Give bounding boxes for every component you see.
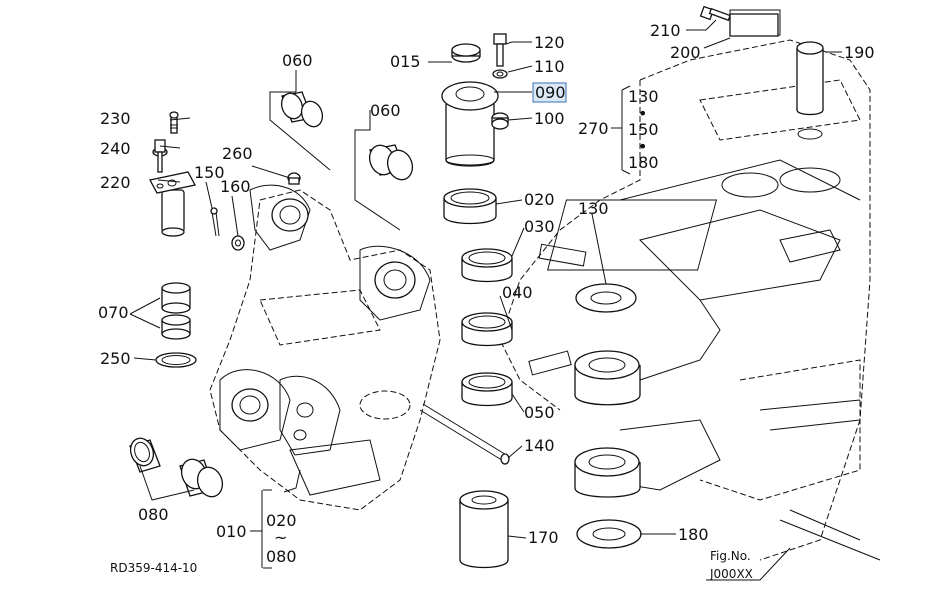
part-020-bushing[interactable] xyxy=(443,188,497,225)
part-080-bushing-right[interactable] xyxy=(178,456,227,500)
swing-bracket xyxy=(209,184,510,511)
label-200[interactable]: 200 xyxy=(670,43,701,62)
label-180-right[interactable]: 180 xyxy=(678,525,709,544)
part-170-sleeve[interactable] xyxy=(459,490,509,569)
label-090[interactable]: 090 xyxy=(535,83,566,102)
label-020[interactable]: 020 xyxy=(524,190,555,209)
part-swing-boss-upper xyxy=(574,350,641,406)
label-150-left[interactable]: 150 xyxy=(194,163,225,182)
label-080-left[interactable]: 080 xyxy=(138,505,169,524)
label-130-range[interactable]: 130 xyxy=(628,87,659,106)
selected-part-highlight xyxy=(532,82,567,103)
label-240[interactable]: 240 xyxy=(100,139,131,158)
range-tilde: ~ xyxy=(274,528,287,547)
label-070[interactable]: 070 xyxy=(98,303,129,322)
label-160[interactable]: 160 xyxy=(220,177,251,196)
part-190-pin[interactable] xyxy=(796,41,824,140)
label-100[interactable]: 100 xyxy=(534,109,565,128)
part-swing-boss-lower xyxy=(574,447,641,498)
part-150-cotter-pin[interactable] xyxy=(210,207,220,237)
label-040[interactable]: 040 xyxy=(502,283,533,302)
fig-number: J000XX xyxy=(709,567,753,581)
part-090-boss[interactable] xyxy=(441,81,499,167)
part-015-cap[interactable] xyxy=(451,43,481,63)
part-200-plate[interactable] xyxy=(729,13,779,37)
label-015[interactable]: 015 xyxy=(390,52,421,71)
part-220-pin[interactable] xyxy=(149,171,196,237)
label-030[interactable]: 030 xyxy=(524,217,555,236)
label-250[interactable]: 250 xyxy=(100,349,131,368)
range-dot-2: • xyxy=(638,137,647,156)
frame-structure xyxy=(499,9,881,561)
label-190[interactable]: 190 xyxy=(844,43,875,62)
label-150-range[interactable]: 150 xyxy=(628,120,659,139)
part-080-bushing-left[interactable] xyxy=(127,435,161,473)
label-180-range[interactable]: 180 xyxy=(628,153,659,172)
part-050-bushing[interactable] xyxy=(461,372,513,407)
part-100-nut[interactable] xyxy=(491,112,509,130)
part-060-bushing-lower[interactable] xyxy=(366,142,417,183)
label-060-lower[interactable]: 060 xyxy=(370,101,401,120)
range-dot-1: • xyxy=(638,104,647,123)
leader-lines xyxy=(129,19,842,581)
part-130-thrust-washer-upper[interactable] xyxy=(575,283,637,313)
label-210[interactable]: 210 xyxy=(650,21,681,40)
part-110-washer[interactable] xyxy=(492,69,508,79)
part-210-bolt[interactable] xyxy=(699,5,731,22)
label-170[interactable]: 170 xyxy=(528,528,559,547)
label-110[interactable]: 110 xyxy=(534,57,565,76)
label-260[interactable]: 260 xyxy=(222,144,253,163)
reference-code: RD359-414-10 xyxy=(110,561,197,575)
part-260-bolt[interactable] xyxy=(287,172,301,185)
label-020-range[interactable]: 020 xyxy=(266,511,297,530)
part-070-bushing-upper[interactable] xyxy=(161,282,191,314)
part-labels: 015 120 110 090 100 020 030 040 050 140 … xyxy=(98,21,875,566)
label-060-upper[interactable]: 060 xyxy=(282,51,313,70)
label-050[interactable]: 050 xyxy=(524,403,555,422)
part-180-thrust-washer-lower[interactable] xyxy=(576,519,642,549)
part-120-bolt[interactable] xyxy=(493,33,507,67)
label-010[interactable]: 010 xyxy=(216,522,247,541)
label-080-range[interactable]: 080 xyxy=(266,547,297,566)
label-220[interactable]: 220 xyxy=(100,173,131,192)
part-160-washer[interactable] xyxy=(231,235,245,251)
label-120[interactable]: 120 xyxy=(534,33,565,52)
label-270[interactable]: 270 xyxy=(578,119,609,138)
label-130-right[interactable]: 130 xyxy=(578,199,609,218)
label-230[interactable]: 230 xyxy=(100,109,131,128)
part-230-grease-fitting[interactable] xyxy=(169,111,179,134)
label-140[interactable]: 140 xyxy=(524,436,555,455)
part-040-bushing[interactable] xyxy=(461,312,513,347)
fig-caption: Fig.No. xyxy=(710,549,751,563)
part-250-shim[interactable] xyxy=(155,352,197,368)
part-240-washer-bolt[interactable] xyxy=(152,139,168,173)
part-060-bushing-upper[interactable] xyxy=(278,90,326,129)
part-030-bushing[interactable] xyxy=(461,248,513,283)
part-070-bushing-lower[interactable] xyxy=(161,314,191,340)
